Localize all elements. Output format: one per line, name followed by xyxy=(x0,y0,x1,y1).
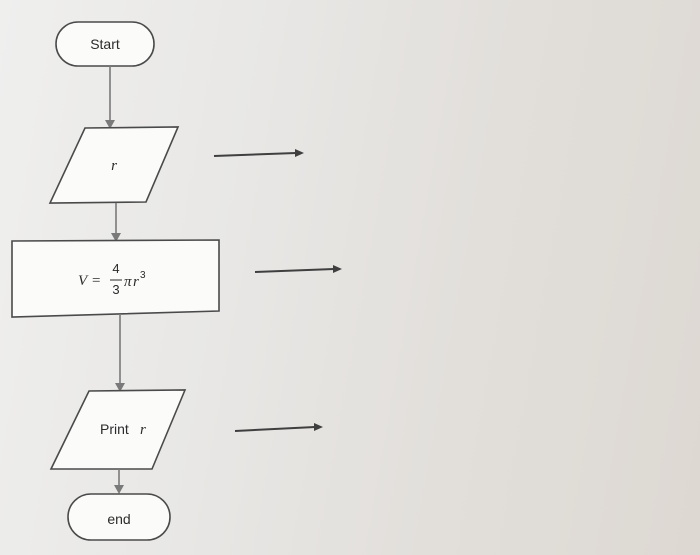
connector-start-to-input xyxy=(105,66,115,129)
output-shape xyxy=(49,389,187,470)
end-terminator: end xyxy=(67,493,171,541)
formula-denominator: 3 xyxy=(112,282,119,297)
end-label: end xyxy=(107,511,130,527)
start-terminator: Start xyxy=(55,21,155,67)
formula-lhs: V xyxy=(78,273,89,289)
input-parallelogram: r xyxy=(48,126,180,204)
output-variable: r xyxy=(140,422,146,438)
process-rectangle: V = 4 3 π r 3 xyxy=(11,239,220,318)
formula-exponent: 3 xyxy=(140,270,146,281)
input-variable: r xyxy=(111,158,117,174)
connector-input-to-process xyxy=(111,203,121,242)
start-label: Start xyxy=(90,36,120,52)
output-prefix: Print xyxy=(100,421,129,437)
side-arrow-process xyxy=(254,265,342,273)
formula-var: r xyxy=(133,274,139,290)
formula-numerator: 4 xyxy=(112,261,119,276)
start-shape xyxy=(55,21,155,67)
output-parallelogram: Print r xyxy=(49,389,187,470)
side-arrow-input xyxy=(213,149,304,157)
formula-equals: = xyxy=(92,273,100,289)
end-shape xyxy=(67,493,171,541)
side-arrow-output xyxy=(234,423,323,432)
input-shape xyxy=(48,126,180,204)
connector-output-to-end xyxy=(114,469,124,494)
process-shape xyxy=(11,239,220,318)
connector-process-to-output xyxy=(115,314,125,392)
formula-pi: π xyxy=(124,274,132,290)
volume-formula: V = 4 3 π r 3 xyxy=(78,261,146,297)
